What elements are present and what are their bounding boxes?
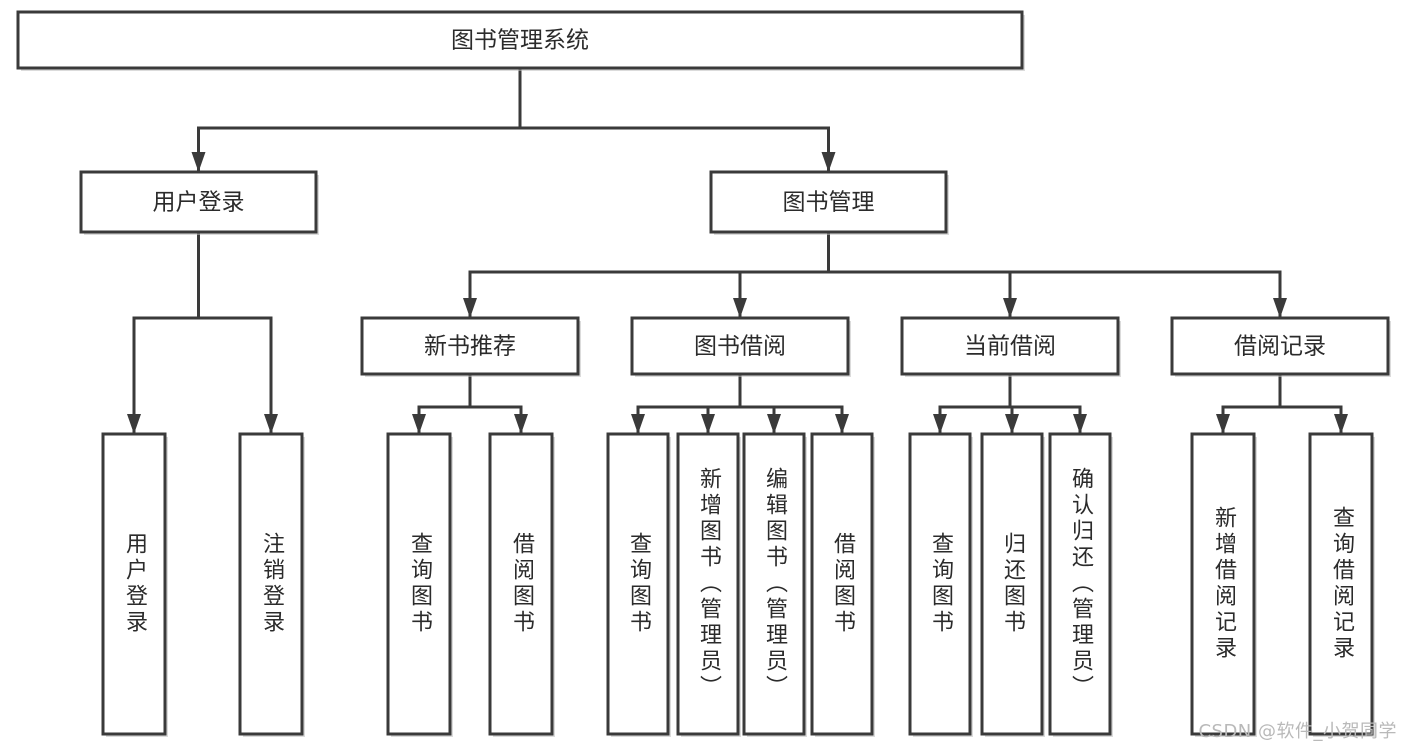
arrow-head	[1005, 414, 1019, 434]
level2-node-label-0: 新书推荐	[424, 334, 516, 360]
arrow-head	[1073, 414, 1087, 434]
arrow-head	[631, 414, 645, 434]
leaf-node-11[interactable]	[1190, 432, 1256, 736]
level2-node-label-2: 当前借阅	[964, 334, 1056, 360]
level1-node-0[interactable]	[79, 170, 318, 234]
arrow-head	[701, 414, 715, 434]
arrow-head	[264, 414, 278, 434]
leaf-node-3[interactable]	[488, 432, 554, 736]
connectors-layer	[127, 66, 1348, 434]
leaf-node-1[interactable]	[238, 432, 304, 736]
leaf-node-8[interactable]	[908, 432, 972, 736]
watermark-text: CSDN @软件_小贺同学	[1198, 721, 1397, 742]
arrow-head	[835, 414, 849, 434]
level2-node-label-3: 借阅记录	[1234, 334, 1326, 360]
arrow-head	[412, 414, 426, 434]
level2-node-1[interactable]	[630, 316, 850, 376]
leaf-node-6[interactable]	[742, 432, 806, 736]
node-boxes-layer	[16, 10, 1391, 737]
level2-node-0[interactable]	[360, 316, 580, 376]
arrow-head	[1003, 298, 1017, 318]
arrow-head	[733, 298, 747, 318]
leaf-node-5[interactable]	[676, 432, 740, 736]
leaf-node-12[interactable]	[1308, 432, 1374, 736]
leaf-node-0[interactable]	[101, 432, 167, 736]
arrow-head	[1273, 298, 1287, 318]
arrow-head	[514, 414, 528, 434]
level1-node-label-1: 图书管理	[783, 190, 875, 216]
arrow-head	[767, 414, 781, 434]
root-node-label-0: 图书管理系统	[451, 28, 589, 54]
leaf-node-10[interactable]	[1048, 432, 1112, 736]
arrow-head	[463, 298, 477, 318]
arrow-head	[933, 414, 947, 434]
level2-node-3[interactable]	[1170, 316, 1390, 376]
arrow-head	[1334, 414, 1348, 434]
level1-node-label-0: 用户登录	[153, 190, 245, 216]
leaf-node-2[interactable]	[386, 432, 452, 736]
leaf-node-9[interactable]	[980, 432, 1044, 736]
level2-node-label-1: 图书借阅	[694, 334, 786, 360]
arrow-head	[191, 152, 206, 172]
arrow-head	[1216, 414, 1230, 434]
arrow-head	[127, 414, 141, 434]
leaf-node-7[interactable]	[810, 432, 874, 736]
leaf-node-4[interactable]	[606, 432, 670, 736]
level1-node-1[interactable]	[709, 170, 948, 234]
arrow-head	[821, 152, 836, 172]
root-node-0[interactable]	[16, 10, 1024, 70]
level2-node-2[interactable]	[900, 316, 1120, 376]
